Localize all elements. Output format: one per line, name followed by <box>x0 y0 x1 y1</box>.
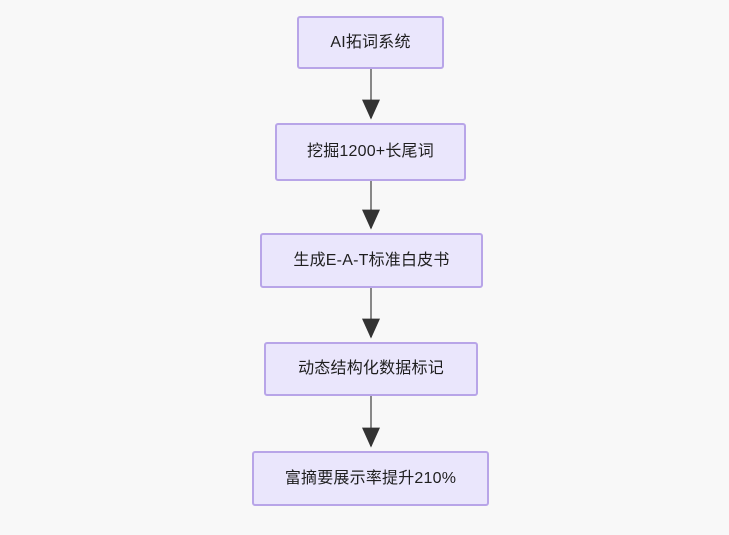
flow-node-label: 动态结构化数据标记 <box>298 360 444 377</box>
flow-node-ai-keyword-system[interactable]: AI拓词系统 <box>297 16 444 69</box>
flow-node-label: AI拓词系统 <box>330 33 411 51</box>
flow-node-label: 富摘要展示率提升210% <box>284 469 457 487</box>
flow-node-generate-eat-whitepaper[interactable]: 生成E-A-T标准白皮书 <box>260 233 483 288</box>
flow-node-mine-longtail-keywords[interactable]: 挖掘1200+长尾词 <box>275 123 466 181</box>
flow-node-label: 生成E-A-T标准白皮书 <box>293 251 450 269</box>
flow-node-label: 挖掘1200+长尾词 <box>307 143 434 160</box>
flow-node-dynamic-structured-data-markup[interactable]: 动态结构化数据标记 <box>264 342 478 396</box>
flow-node-rich-snippet-impression-lift[interactable]: 富摘要展示率提升210% <box>252 451 489 506</box>
